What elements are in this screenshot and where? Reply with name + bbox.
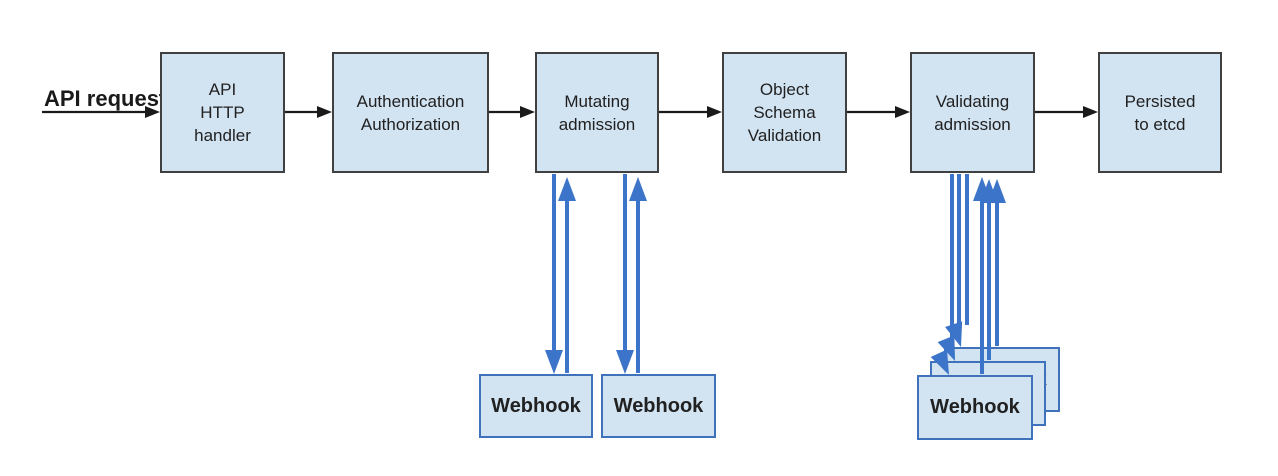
box-mutating-webhook-2: Webhook — [601, 374, 716, 438]
arrow-head — [1083, 106, 1098, 118]
arrow-head — [895, 106, 910, 118]
box-mutating-admission: Mutating admission — [535, 52, 659, 173]
arrow-head — [558, 177, 576, 201]
box-label-line: Validating — [935, 91, 1010, 111]
box-persisted-to-etcd: Persisted to etcd — [1098, 52, 1222, 173]
arrow-webhooks-to-validating-up-2 — [980, 179, 998, 360]
arrow-head — [988, 179, 1006, 203]
arrow-validating-to-webhooks-down-2 — [937, 174, 961, 361]
arrow-mutating-to-webhook2-down — [616, 174, 634, 374]
box-validating-webhook-front: Webhook — [917, 375, 1033, 440]
arrow-handler-to-auth — [285, 106, 332, 118]
arrow-head — [945, 321, 963, 347]
box-label-line: Authentication — [356, 91, 465, 111]
box-label-line: admission — [558, 114, 636, 134]
arrow-validating-to-etcd — [1035, 106, 1098, 118]
box-label-line: Authorization — [360, 114, 461, 134]
arrow-head — [520, 106, 535, 118]
box-api-http-handler: API HTTP handler — [160, 52, 285, 173]
arrow-validating-to-webhooks-down-3 — [945, 174, 969, 347]
arrow-head — [545, 350, 563, 374]
box-label-line: handler — [194, 126, 251, 145]
arrow-webhooks-to-validating-up-3 — [988, 179, 1006, 346]
arrow-head — [973, 177, 991, 201]
arrow-auth-to-mutating — [489, 106, 535, 118]
box-label-line: Persisted — [1124, 91, 1196, 111]
box-label-line: Validation — [747, 126, 822, 145]
webhook-label: Webhook — [491, 394, 581, 417]
box-label-line: API — [208, 80, 237, 99]
webhook-label: Webhook — [930, 396, 1020, 418]
box-object-schema-validation: Object Schema Validation — [722, 52, 847, 173]
arrow-webhooks-to-validating-up-1 — [973, 177, 991, 374]
box-label-line: to etcd — [1134, 114, 1186, 134]
arrow-head — [707, 106, 722, 118]
box-mutating-webhook-1: Webhook — [479, 374, 593, 438]
arrow-webhook2-to-mutating-up — [629, 177, 647, 373]
box-label-line: Mutating — [564, 91, 630, 111]
arrow-head — [616, 350, 634, 374]
arrow-head — [980, 179, 998, 203]
box-authentication-authorization: Authentication Authorization — [332, 52, 489, 173]
box-validating-admission: Validating admission — [910, 52, 1035, 173]
arrow-webhook1-to-mutating-up — [558, 177, 576, 373]
arrow-schema-to-validating — [847, 106, 910, 118]
arrow-head — [629, 177, 647, 201]
api-request-label: API request — [44, 86, 167, 111]
arrow-mutating-to-webhook1-down — [545, 174, 563, 374]
box-label-line: admission — [934, 114, 1011, 134]
box-label-line: Object — [759, 80, 810, 99]
box-label-line: Schema — [753, 103, 816, 122]
arrow-head — [317, 106, 332, 118]
box-label-line: HTTP — [200, 103, 245, 122]
arrow-mutating-to-schema — [659, 106, 722, 118]
webhook-label: Webhook — [613, 394, 704, 417]
